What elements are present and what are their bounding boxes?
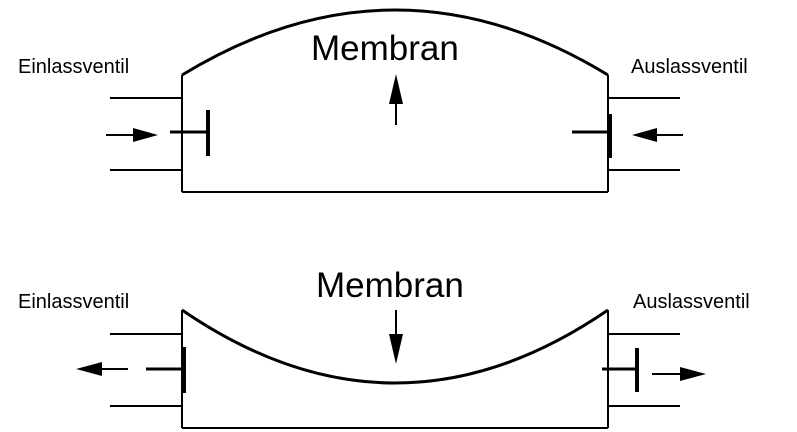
bottom-outlet-flow-arrow [652,367,706,381]
bottom-membrane-curve [181,308,609,385]
top-inlet-valve [170,110,210,156]
bottom-outlet-valve [602,348,639,392]
top-membrane-label: Membran [311,29,459,68]
bottom-membrane-label: Membran [316,266,464,305]
bottom-inlet-label: Einlassventil [18,291,130,313]
top-membrane-up-arrow [389,74,403,125]
bottom-inlet-flow-arrow [76,362,128,376]
top-outlet-label: Auslassventil [631,56,748,78]
top-outlet-flow-arrow [632,128,683,142]
top-membrane-curve [181,8,609,77]
bottom-outlet-label: Auslassventil [633,291,750,313]
top-inlet-label: Einlassventil [18,56,130,78]
top-inlet-flow-arrow [106,128,158,142]
bottom-membrane-down-arrow [389,310,403,364]
bottom-inlet-valve [146,347,186,393]
top-outlet-valve [572,114,612,158]
